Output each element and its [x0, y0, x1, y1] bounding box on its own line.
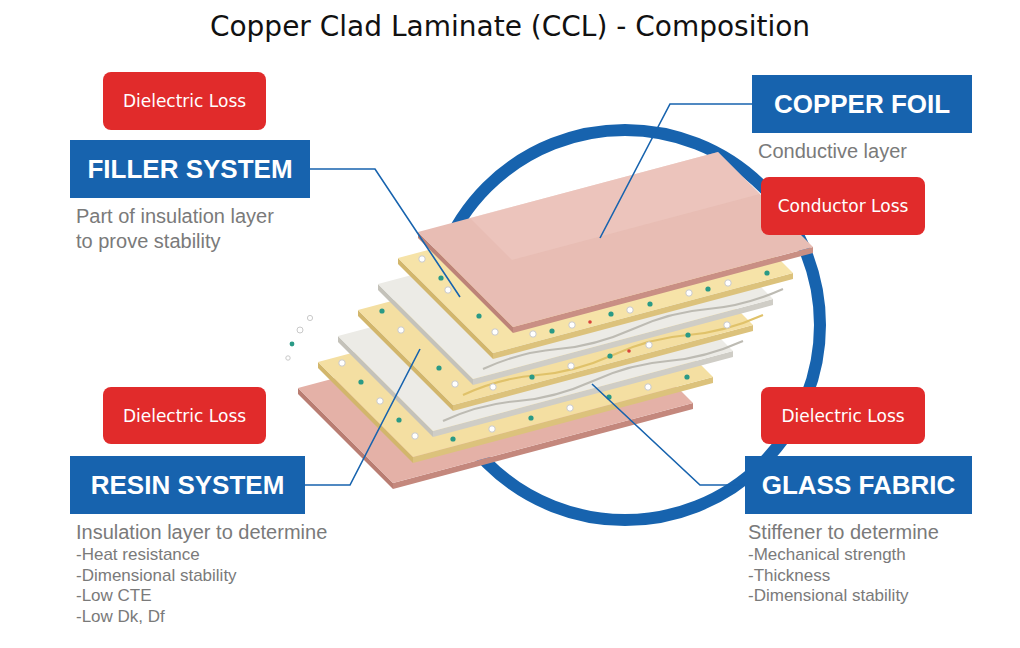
leader-line: [600, 104, 752, 238]
filler-particle: [379, 308, 384, 313]
filler-particle: [647, 301, 652, 306]
copper-sheen: [470, 152, 760, 260]
filler-particle: [476, 313, 481, 318]
description-block: Conductive layer: [758, 139, 907, 164]
filler-particles: [286, 256, 770, 442]
component-box: GLASS FABRICStiffener to determine-Mecha…: [745, 456, 972, 514]
description-text: Conductive layer: [758, 139, 907, 164]
property-item: -Thickness: [748, 566, 939, 587]
filler-particle: [290, 342, 295, 347]
component-name: GLASS FABRIC: [762, 470, 956, 501]
filler-particle: [339, 360, 345, 366]
description-text: Insulation layer to determine: [76, 520, 327, 545]
leader-line: [305, 349, 420, 485]
filler-particle: [684, 374, 689, 379]
filler-particle: [724, 322, 730, 328]
diagram-title: Copper Clad Laminate (CCL) - Composition: [0, 10, 1020, 43]
filler-particle: [549, 328, 554, 333]
filler-particle: [588, 320, 592, 324]
property-item: -Low CTE: [76, 586, 327, 607]
filler-particle: [725, 280, 731, 286]
filler-particle: [450, 436, 455, 441]
property-item: -Heat resistance: [76, 545, 327, 566]
filler-particle: [530, 331, 536, 337]
loss-label: Dielectric Loss: [781, 406, 904, 426]
filler-particle: [377, 398, 383, 404]
component-box: FILLER SYSTEMPart of insulation layer to…: [70, 140, 310, 198]
top-copper-foil: [418, 152, 813, 327]
description-block: Part of insulation layer to prove stabil…: [76, 204, 286, 254]
filler-particle: [490, 384, 496, 390]
filler-particle: [645, 384, 651, 390]
component-name: COPPER FOIL: [774, 89, 950, 120]
loss-tag: Dielectric Loss: [761, 387, 925, 444]
filler-particle: [646, 342, 652, 348]
component-name: FILLER SYSTEM: [87, 154, 292, 185]
loss-tag: Dielectric Loss: [103, 72, 266, 130]
filler-particle: [607, 353, 612, 358]
filler-particle: [436, 365, 441, 370]
filler-particle: [438, 275, 443, 280]
filler-particle: [489, 426, 495, 432]
filler-particle: [398, 327, 404, 333]
filler-particle: [419, 256, 425, 262]
leader-line: [592, 384, 745, 485]
filler-particle: [297, 327, 303, 333]
loss-label: Dielectric Loss: [123, 406, 246, 426]
filler-particle: [492, 329, 498, 335]
filler-particle: [452, 381, 458, 387]
loss-label: Dielectric Loss: [123, 91, 246, 111]
filler-particle: [764, 270, 769, 275]
loss-tag: Conductor Loss: [761, 177, 925, 235]
filler-particle: [396, 417, 401, 422]
filler-particle: [705, 286, 710, 291]
filler-particle: [286, 356, 290, 360]
component-name: RESIN SYSTEM: [91, 470, 285, 501]
component-box: COPPER FOILConductive layer: [752, 75, 972, 133]
property-item: -Low Dk, Df: [76, 607, 327, 628]
filler-particle: [627, 349, 631, 353]
property-item: -Mechanical strength: [748, 545, 939, 566]
loss-label: Conductor Loss: [778, 196, 909, 216]
filler-particle: [608, 311, 613, 316]
filler-particle: [528, 415, 533, 420]
filler-particle: [686, 290, 692, 296]
property-item: -Dimensional stability: [748, 586, 939, 607]
loss-tag: Dielectric Loss: [103, 387, 266, 444]
filler-particle: [358, 379, 363, 384]
filler-particle: [307, 315, 312, 320]
leader-line: [310, 169, 460, 297]
description-text: Stiffener to determine: [748, 520, 939, 545]
property-item: -Dimensional stability: [76, 566, 327, 587]
filler-particle: [412, 433, 418, 439]
filler-particle: [567, 405, 573, 411]
filler-particle: [445, 287, 451, 293]
description-text: Part of insulation layer to prove stabil…: [76, 204, 286, 254]
component-box: RESIN SYSTEMInsulation layer to determin…: [70, 456, 305, 514]
filler-particle: [627, 307, 633, 313]
filler-particle: [529, 374, 534, 379]
filler-particle: [568, 363, 574, 369]
filler-particle: [569, 322, 575, 328]
description-block: Stiffener to determine-Mechanical streng…: [748, 520, 939, 607]
description-block: Insulation layer to determine-Heat resis…: [76, 520, 327, 628]
filler-particle: [685, 332, 690, 337]
